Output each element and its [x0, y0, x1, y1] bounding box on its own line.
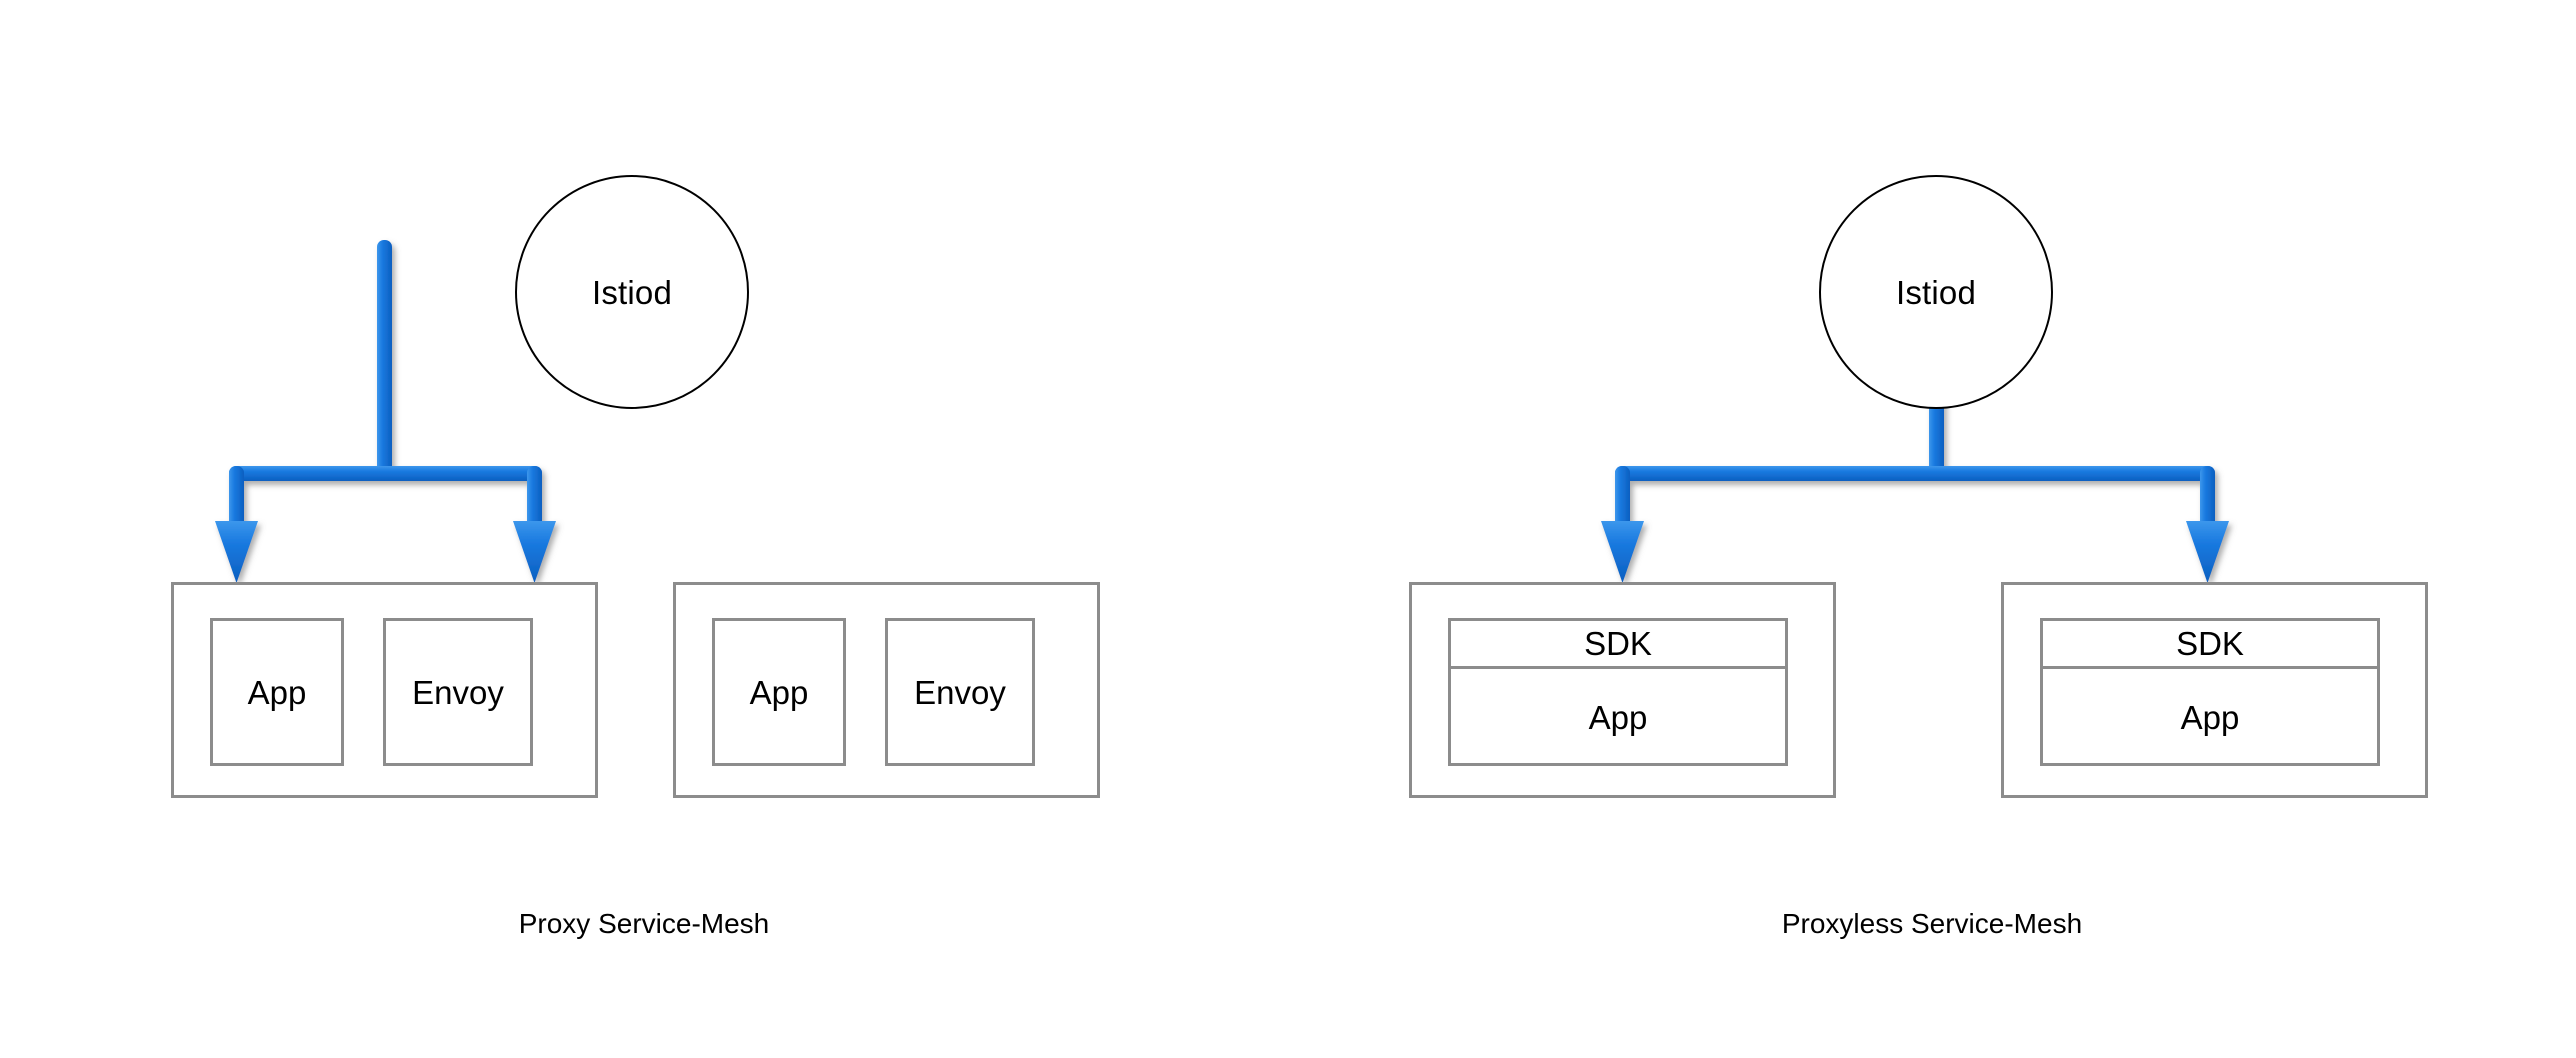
- component-app-label: App: [247, 673, 307, 711]
- component-envoy[interactable]: Envoy: [383, 618, 533, 766]
- pod-proxyless-1[interactable]: SDK App: [1409, 582, 1836, 798]
- control-plane-node-istiod[interactable]: Istiod: [515, 175, 749, 409]
- pod-proxy-2[interactable]: App Envoy: [673, 582, 1100, 798]
- istiod-label: Istiod: [1895, 273, 1977, 311]
- component-sdk-label: SDK: [1584, 625, 1652, 662]
- component-sdk-label: SDK: [2176, 625, 2244, 662]
- panel-proxyless-service-mesh: Istiod SDK App SDK App Proxy: [1288, 0, 2576, 1058]
- component-envoy[interactable]: Envoy: [885, 618, 1035, 766]
- component-sdk[interactable]: SDK: [2043, 621, 2377, 669]
- control-plane-connector-proxyless: [1601, 240, 2229, 583]
- component-stack: SDK App: [2040, 618, 2380, 766]
- panel-caption-proxyless: Proxyless Service-Mesh: [1781, 908, 2083, 939]
- component-app-label: App: [2180, 699, 2240, 736]
- component-app[interactable]: App: [2043, 669, 2377, 766]
- component-sdk[interactable]: SDK: [1451, 621, 1785, 669]
- component-app-label: App: [1588, 699, 1648, 736]
- control-plane-connector-proxy: [215, 240, 556, 583]
- panel-caption-proxy: Proxy Service-Mesh: [518, 908, 770, 939]
- component-app[interactable]: App: [712, 618, 846, 766]
- component-envoy-label: Envoy: [412, 673, 504, 711]
- component-app[interactable]: App: [1451, 669, 1785, 766]
- control-plane-node-istiod[interactable]: Istiod: [1819, 175, 2053, 409]
- pod-proxy-1[interactable]: App Envoy: [171, 582, 598, 798]
- component-app-label: App: [749, 673, 809, 711]
- component-app[interactable]: App: [210, 618, 344, 766]
- istiod-label: Istiod: [591, 273, 673, 311]
- pod-proxyless-2[interactable]: SDK App: [2001, 582, 2428, 798]
- component-stack: SDK App: [1448, 618, 1788, 766]
- panel-proxy-service-mesh: Istiod App Envoy App Envoy Proxy Service…: [171, 175, 1100, 939]
- component-envoy-label: Envoy: [914, 673, 1006, 711]
